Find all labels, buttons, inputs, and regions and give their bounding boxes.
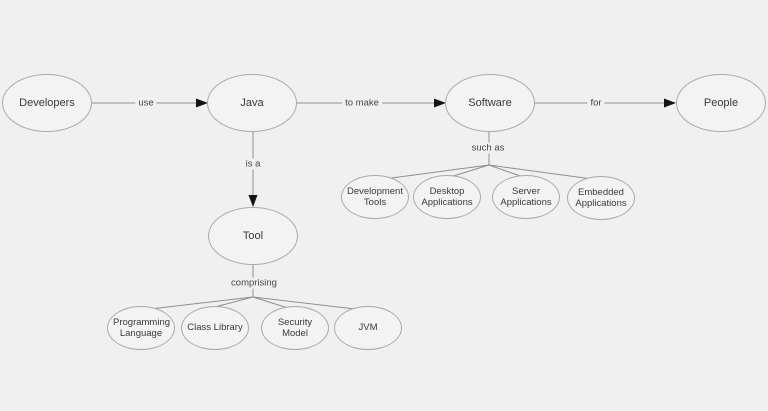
node-server-applications[interactable]: Server Applications — [492, 175, 560, 219]
arrowhead-into-software — [434, 98, 446, 108]
edge-label-to-make: to make — [342, 97, 382, 109]
node-java[interactable]: Java — [207, 74, 297, 132]
node-people[interactable]: People — [676, 74, 766, 132]
connector-branch-jvm — [252, 296, 356, 310]
arrowhead-into-tool — [248, 195, 258, 207]
node-label: Class Library — [187, 322, 243, 334]
edge-label-for: for — [587, 97, 605, 109]
node-label: JVM — [358, 322, 378, 334]
node-tool[interactable]: Tool — [208, 207, 298, 265]
node-development-tools[interactable]: Development Tools — [341, 175, 409, 219]
node-desktop-applications[interactable]: Desktop Applications — [413, 175, 481, 219]
node-jvm[interactable]: JVM — [334, 306, 402, 350]
node-programming-language[interactable]: Programming Language — [107, 306, 175, 350]
node-security-model[interactable]: Security Model — [261, 306, 329, 350]
node-label: Desktop Applications — [421, 185, 473, 209]
node-class-library[interactable]: Class Library — [181, 306, 249, 350]
edge-label-such-as: such as — [468, 142, 508, 154]
node-developers[interactable]: Developers — [2, 74, 92, 132]
edge-label-use: use — [135, 97, 157, 109]
edge-label-is-a: is a — [242, 158, 264, 170]
connector-branch-security-model — [252, 296, 289, 309]
node-label: Programming Language — [113, 316, 171, 340]
node-label: Server Applications — [500, 185, 552, 209]
connector-branch-programming-language — [149, 296, 254, 310]
node-label: Embedded Applications — [575, 186, 627, 210]
connector-branch-embedded-applications — [488, 164, 593, 180]
node-software[interactable]: Software — [445, 74, 535, 132]
edge-label-comprising: comprising — [228, 277, 280, 289]
arrowhead-into-people — [664, 98, 676, 108]
node-label: Security Model — [277, 316, 313, 340]
node-embedded-applications[interactable]: Embedded Applications — [567, 176, 635, 220]
connector-branch-development-tools — [383, 164, 490, 180]
arrowhead-into-java — [196, 98, 208, 108]
node-label: Development Tools — [347, 185, 403, 209]
